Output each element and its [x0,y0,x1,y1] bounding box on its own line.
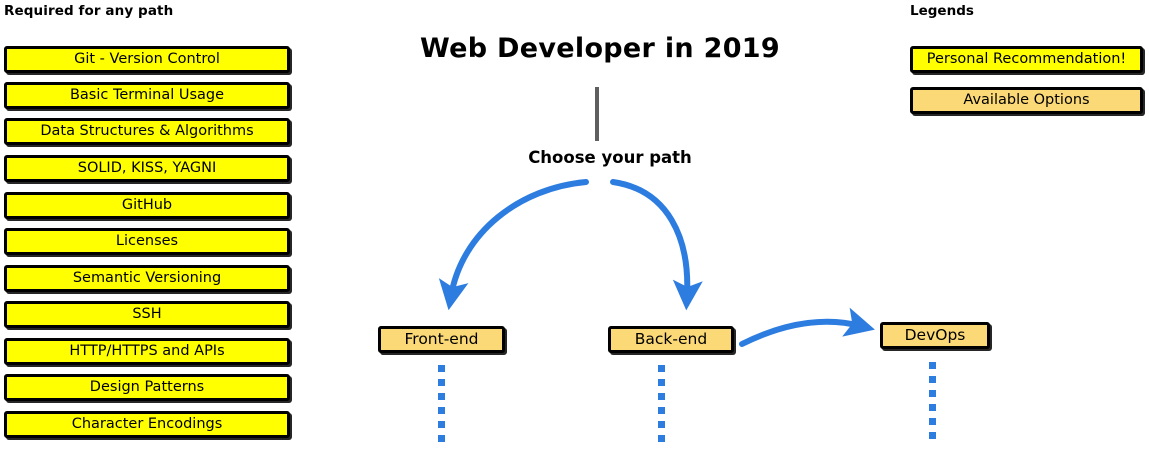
arrow-root-to-backend [610,179,703,311]
dotted-trail-devops [929,362,936,439]
required-skill-item[interactable]: GitHub [4,192,290,219]
dotted-trail-back-end [658,365,665,442]
required-section-heading: Required for any path [4,3,174,19]
required-skill-item[interactable]: HTTP/HTTPS and APIs [4,338,290,365]
legend-item: Personal Recommendation! [910,46,1143,73]
path-node-front-end[interactable]: Front-end [378,326,505,353]
required-skill-item[interactable]: Character Encodings [4,411,290,438]
legend-heading: Legends [910,3,974,19]
required-skill-item[interactable]: SSH [4,301,290,328]
required-skill-item[interactable]: Git - Version Control [4,46,290,73]
required-skill-item[interactable]: Licenses [4,228,290,255]
required-skill-item[interactable]: Semantic Versioning [4,265,290,292]
required-skill-item[interactable]: Design Patterns [4,374,290,401]
required-skill-item[interactable]: Basic Terminal Usage [4,82,290,109]
page-title: Web Developer in 2019 [420,33,780,64]
dotted-trail-front-end [438,365,445,442]
choose-your-path-label: Choose your path [528,148,692,167]
legend-item: Available Options [910,87,1143,114]
arrow-backend-to-devops [739,307,875,347]
trunk-connector-line [595,87,599,141]
required-skill-item[interactable]: SOLID, KISS, YAGNI [4,155,290,182]
path-node-devops[interactable]: DevOps [880,322,990,349]
required-skill-item[interactable]: Data Structures & Algorithms [4,118,290,145]
path-node-back-end[interactable]: Back-end [608,326,734,353]
arrow-root-to-frontend [438,179,589,311]
